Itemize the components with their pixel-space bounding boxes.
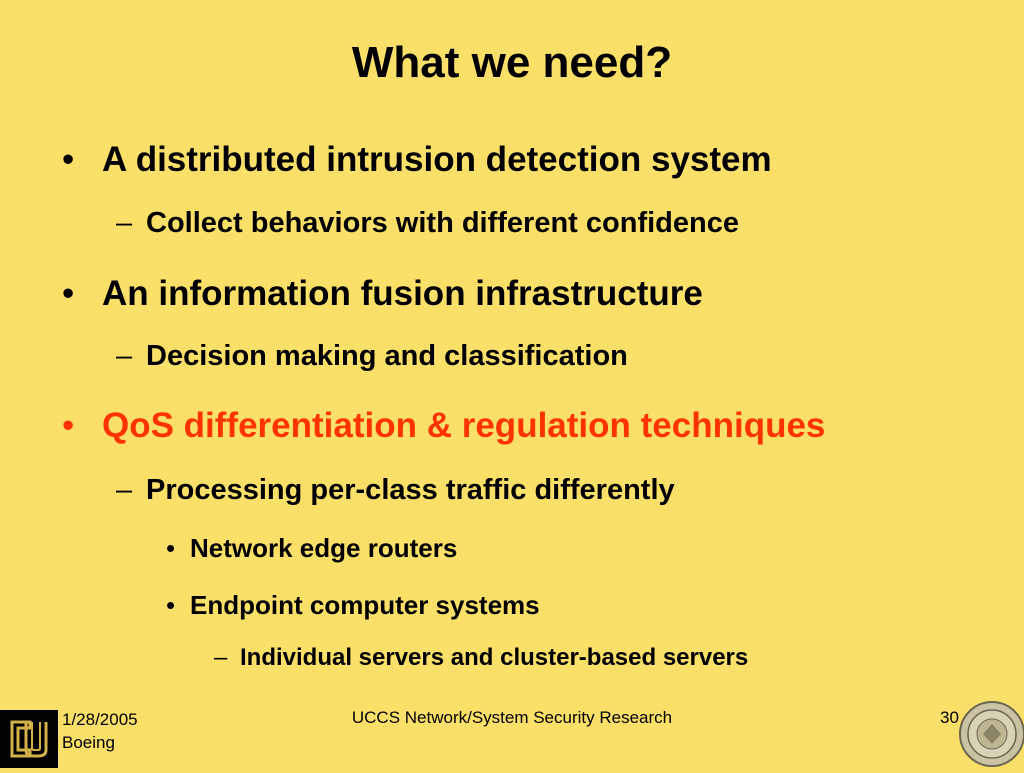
footer-org: Boeing <box>62 733 115 752</box>
level4-bullet-text: Individual servers and cluster-based ser… <box>240 644 749 671</box>
sub-sub-bullet-marker: • <box>166 590 176 620</box>
bullet-text: An information fusion infrastructure <box>102 274 703 313</box>
bullet-marker: • <box>62 406 75 445</box>
sub-bullet-marker: – <box>116 207 133 239</box>
sub-bullet-text: Processing per-class traffic differently <box>146 474 675 506</box>
cu-logo-icon <box>0 710 58 768</box>
sub-sub-bullet-marker: • <box>166 533 176 563</box>
level4-bullet-marker: – <box>214 644 228 671</box>
footer-left: 1/28/2005 Boeing <box>62 708 138 754</box>
university-seal-icon <box>956 696 1024 768</box>
sub-bullet-text: Collect behaviors with different confide… <box>146 207 739 239</box>
sub-bullet-marker: – <box>116 474 133 506</box>
bullet-marker: • <box>62 274 75 313</box>
bullet-text-highlight: QoS differentiation & regulation techniq… <box>102 406 826 445</box>
bullet-marker: • <box>62 140 75 179</box>
sub-sub-bullet-text: Network edge routers <box>190 533 458 563</box>
footer-center-text: UCCS Network/System Security Research <box>351 708 673 727</box>
sub-sub-bullet-text: Endpoint computer systems <box>190 590 540 620</box>
slide-title: What we need? <box>351 38 673 87</box>
sub-bullet-text: Decision making and classification <box>146 340 628 372</box>
footer-date: 1/28/2005 <box>62 710 138 729</box>
bullet-text: A distributed intrusion detection system <box>102 140 772 179</box>
page-number: 30 <box>940 708 959 727</box>
sub-bullet-marker: – <box>116 340 133 372</box>
